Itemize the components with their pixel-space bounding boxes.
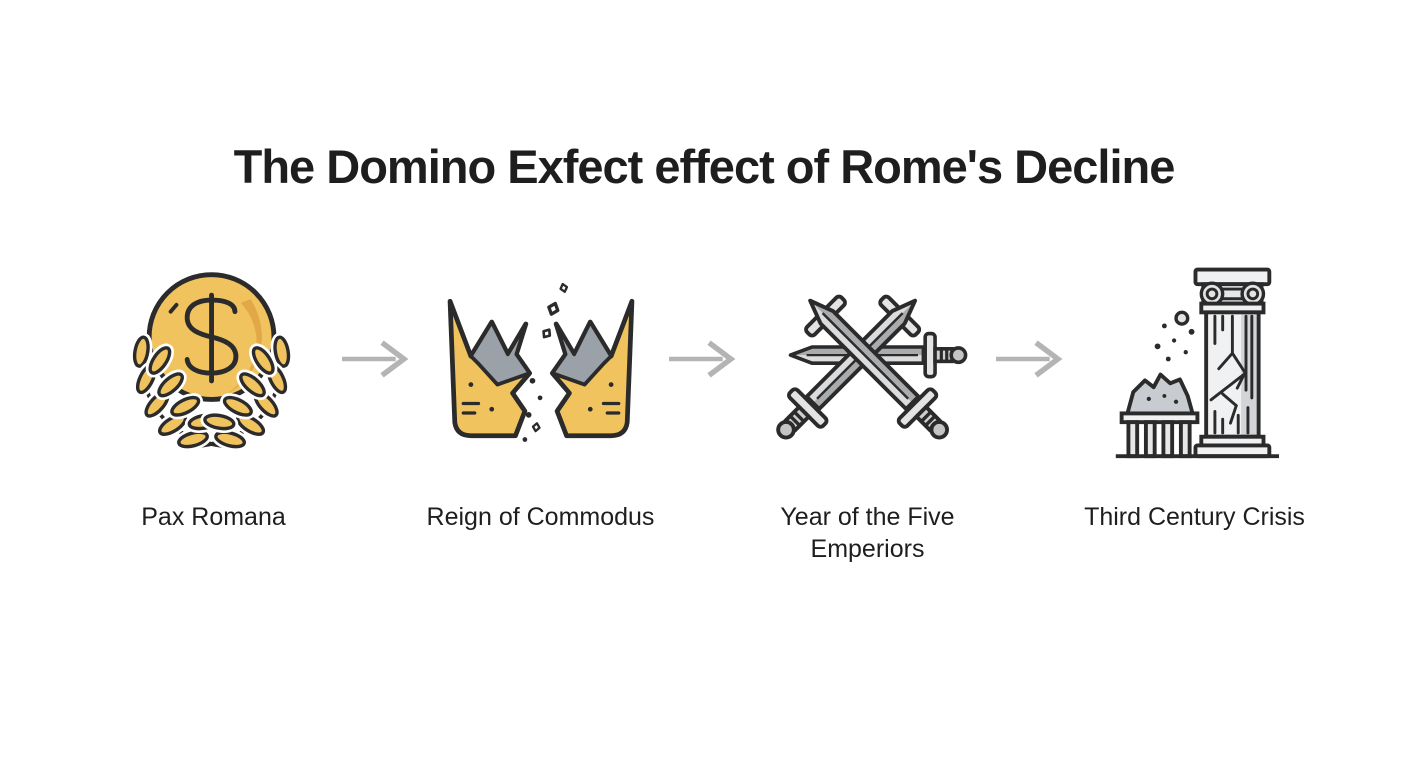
crossed-swords-icon xyxy=(765,256,970,461)
stage-label-pax-romana: Pax Romana xyxy=(141,503,286,532)
stage-label-reign-of-commodus: Reign of Commodus xyxy=(426,503,655,532)
stage-year-of-the-five-emperiors: Year of the Five Emperiors xyxy=(743,256,993,565)
stage-third-century-crisis: Third Century Crisis xyxy=(1070,256,1320,533)
stage-label-year-of-the-five-emperiors: Year of the Five Emperiors xyxy=(780,503,955,564)
coin-laurel-svg xyxy=(116,272,311,461)
arrow-icon xyxy=(666,256,743,461)
flow-row: Pax Romana xyxy=(0,256,1408,565)
stage-pax-romana: Pax Romana xyxy=(89,256,339,533)
broken-column-icon xyxy=(1102,256,1287,461)
coin-laurel-icon xyxy=(116,256,311,461)
crossed-swords-svg xyxy=(765,281,968,443)
diagram-title: The Domino Exfect effect of Rome's Decli… xyxy=(233,140,1176,193)
arrow-icon xyxy=(339,256,416,461)
arrow-icon xyxy=(993,256,1070,461)
broken-crown-svg xyxy=(436,282,646,442)
stage-label-third-century-crisis: Third Century Crisis xyxy=(1084,503,1305,532)
stage-reign-of-commodus: Reign of Commodus xyxy=(416,256,666,533)
broken-crown-icon xyxy=(436,256,646,461)
broken-column-svg xyxy=(1115,267,1280,458)
